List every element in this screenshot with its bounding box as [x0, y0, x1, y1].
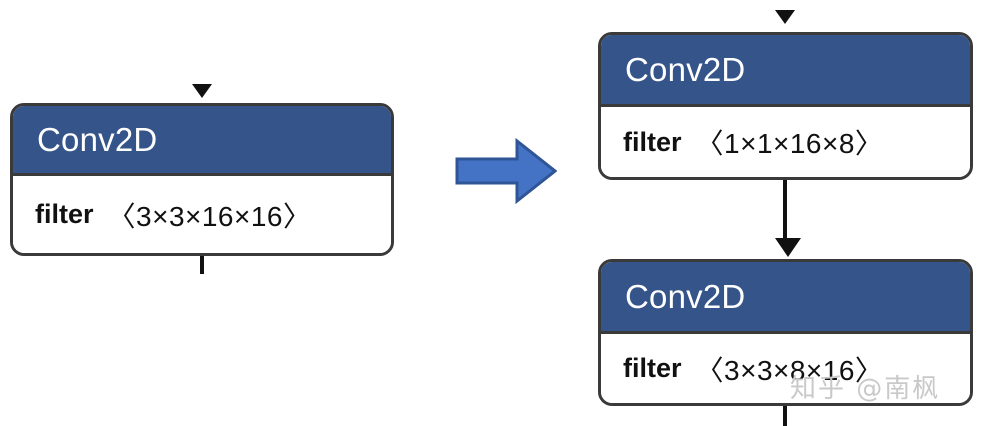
left-node-incoming-arrow-icon — [192, 84, 212, 98]
node-attribute-value: 〈3×3×16×16〉 — [107, 200, 312, 232]
node-attribute-row: filter 〈3×3×16×16〉 — [13, 176, 391, 253]
node-header-title: Conv2D — [13, 106, 391, 176]
node-attribute-key: filter — [623, 126, 682, 157]
right-nodes-connector-line — [783, 180, 787, 241]
node-attribute-row: filter 〈3×3×8×16〉 — [601, 334, 970, 403]
right-node-1-incoming-arrow-icon — [775, 10, 795, 24]
node-attribute-value: 〈3×3×8×16〉 — [695, 354, 884, 386]
node-attribute-key: filter — [623, 353, 682, 383]
node-attribute-key: filter — [35, 199, 94, 229]
right-arrow-icon — [455, 137, 558, 205]
left-node-outgoing-connector — [200, 256, 204, 274]
conv2d-node-spatial[interactable]: Conv2D filter 〈3×3×8×16〉 — [598, 259, 973, 406]
node-attribute-value: 〈1×1×16×8〉 — [695, 128, 884, 159]
right-node-2-outgoing-connector — [783, 406, 787, 426]
node-header-title: Conv2D — [601, 35, 970, 107]
node-header-title: Conv2D — [601, 262, 970, 334]
conv2d-node-original[interactable]: Conv2D filter 〈3×3×16×16〉 — [10, 103, 394, 256]
conv2d-node-pointwise[interactable]: Conv2D filter 〈1×1×16×8〉 — [598, 32, 973, 180]
right-nodes-connector-arrow-icon — [775, 238, 801, 257]
node-attribute-row: filter 〈1×1×16×8〉 — [601, 107, 970, 177]
